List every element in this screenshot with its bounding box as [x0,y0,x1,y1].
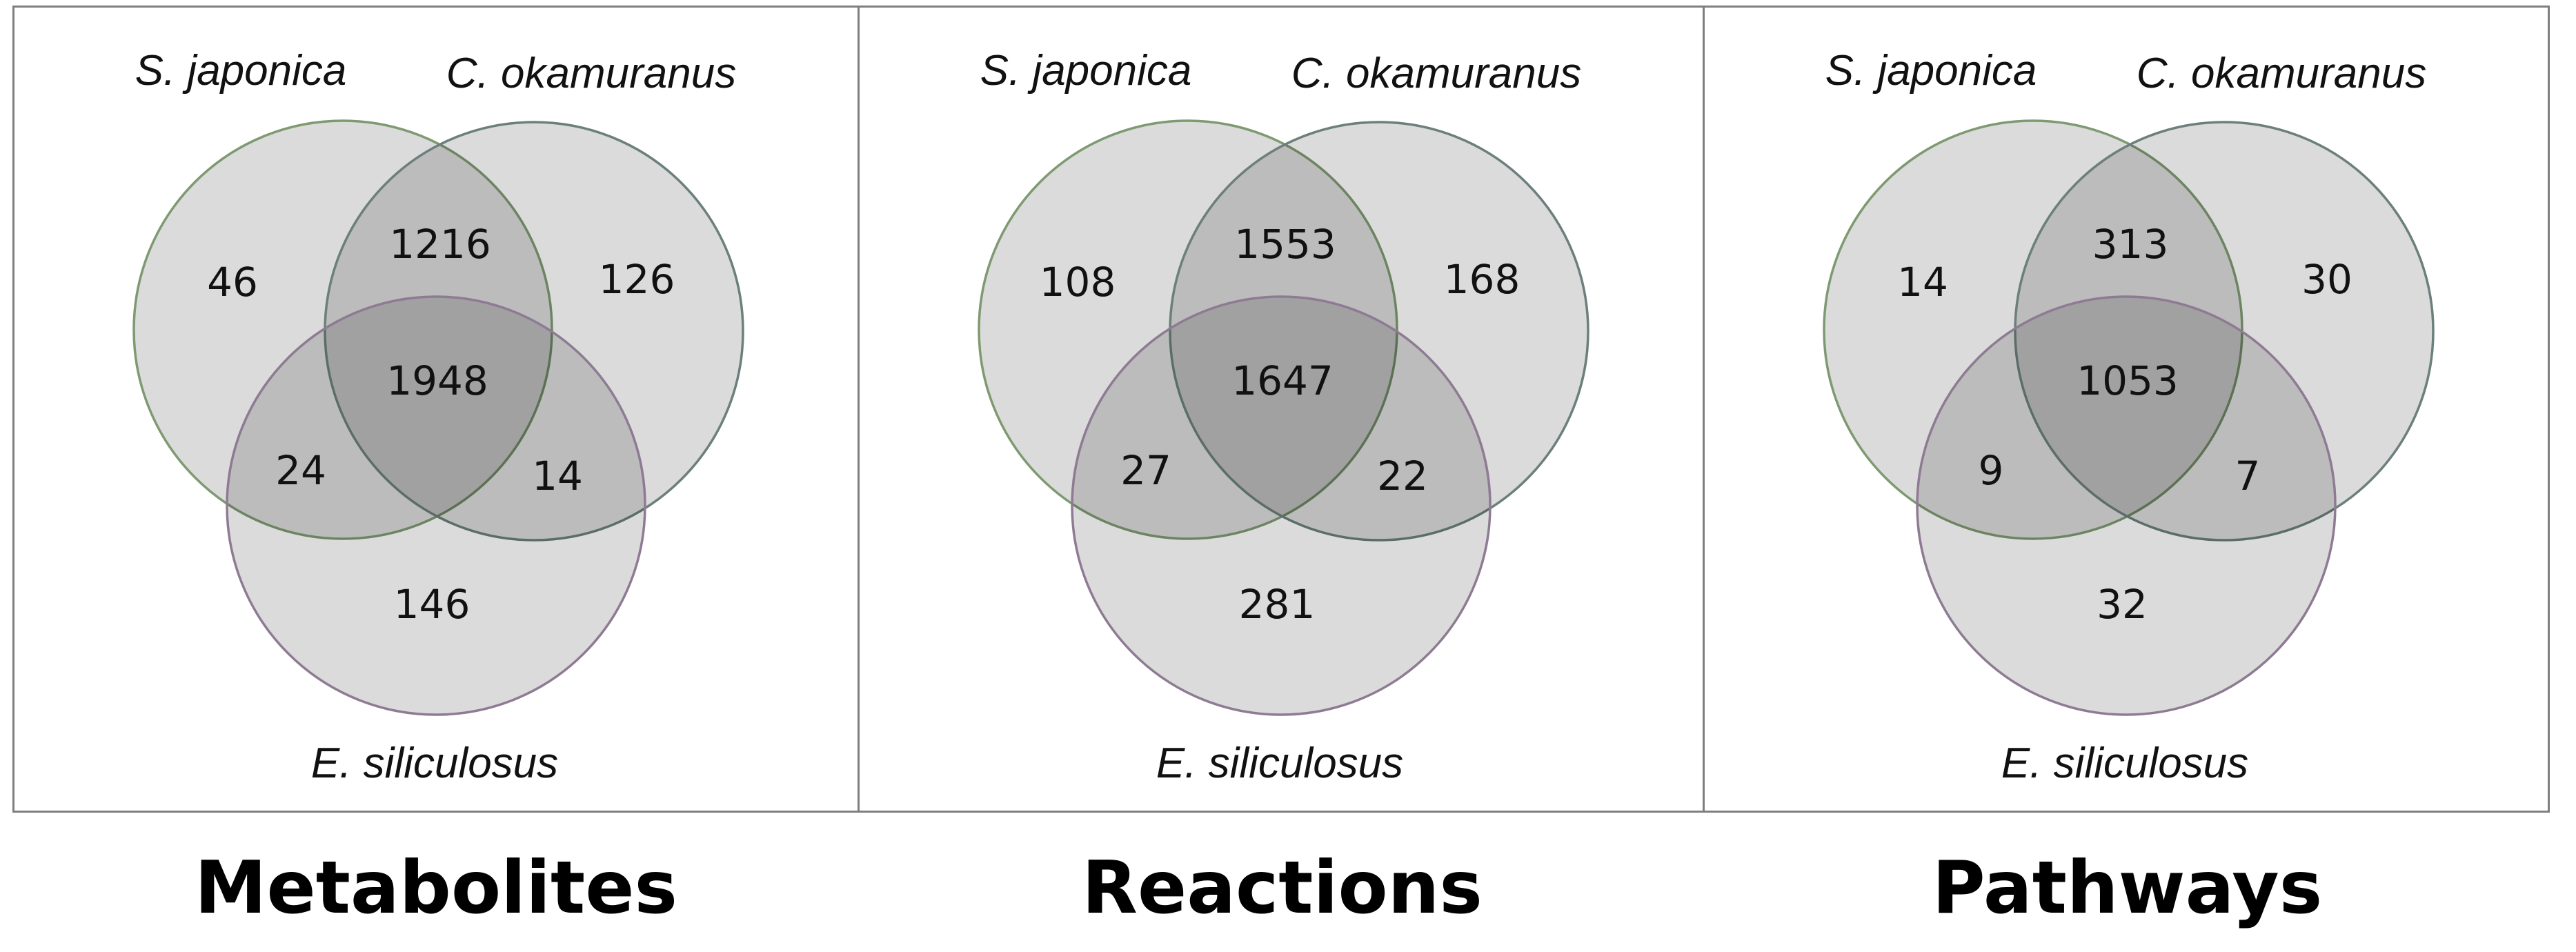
circle-c-okamuranus [1169,121,1589,542]
count-c-only: 281 [1239,581,1316,628]
venn-diagram-reactions: S. japonica C. okamuranus E. siliculosus… [978,47,1589,787]
panel-column-reactions: S. japonica C. okamuranus E. siliculosus… [860,6,1705,931]
species-label-c-okamuranus: C. okamuranus [446,50,736,97]
species-label-c-okamuranus: C. okamuranus [1291,50,1581,97]
species-label-e-siliculosus: E. siliculosus [2001,740,2248,787]
circle-e-siliculosus [1071,295,1492,716]
count-b-only: 30 [2301,256,2352,303]
count-b-and-c: 22 [1377,453,1428,499]
count-a-only: 108 [1040,259,1116,306]
species-label-e-siliculosus: E. siliculosus [311,740,558,787]
panel-title-metabolites: Metabolites [195,846,677,930]
venn-diagram-metabolites: S. japonica C. okamuranus E. siliculosus… [132,47,744,787]
count-a-b-c: 1948 [386,357,488,404]
species-label-c-okamuranus: C. okamuranus [2137,50,2426,97]
panel-column-metabolites: S. japonica C. okamuranus E. siliculosus… [12,6,860,931]
count-b-only: 168 [1444,256,1520,303]
count-c-only: 32 [2097,581,2148,628]
species-label-s-japonica: S. japonica [1825,47,2037,95]
venn-figure: S. japonica C. okamuranus E. siliculosus… [12,6,2550,931]
count-a-and-c: 24 [275,447,326,494]
venn-panel-metabolites: S. japonica C. okamuranus E. siliculosus… [12,6,860,813]
venn-panel-pathways: S. japonica C. okamuranus E. siliculosus… [1705,6,2550,813]
species-label-s-japonica: S. japonica [135,47,347,95]
count-b-only: 126 [599,256,675,303]
count-b-and-c: 14 [532,453,583,499]
count-b-and-c: 7 [2235,453,2261,499]
panel-title-reactions: Reactions [1082,846,1483,930]
species-label-s-japonica: S. japonica [980,47,1192,95]
venn-panel-reactions: S. japonica C. okamuranus E. siliculosus… [860,6,1705,813]
count-a-and-b: 1216 [389,221,491,268]
count-a-and-b: 1553 [1234,221,1336,268]
circle-e-siliculosus [1916,295,2337,716]
circle-c-okamuranus [324,121,744,542]
count-a-and-c: 9 [1979,447,2004,494]
species-label-e-siliculosus: E. siliculosus [1156,740,1403,787]
circle-c-okamuranus [2014,121,2435,542]
count-a-b-c: 1053 [2077,357,2179,404]
count-a-only: 14 [1897,259,1948,306]
count-a-and-b: 313 [2092,221,2169,268]
count-a-b-c: 1647 [1231,357,1334,404]
count-a-only: 46 [207,259,258,306]
circle-e-siliculosus [226,295,646,716]
panel-column-pathways: S. japonica C. okamuranus E. siliculosus… [1705,6,2550,931]
venn-diagram-pathways: S. japonica C. okamuranus E. siliculosus… [1823,47,2435,787]
count-c-only: 146 [394,581,470,628]
panel-title-pathways: Pathways [1932,846,2323,930]
count-a-and-c: 27 [1120,447,1171,494]
